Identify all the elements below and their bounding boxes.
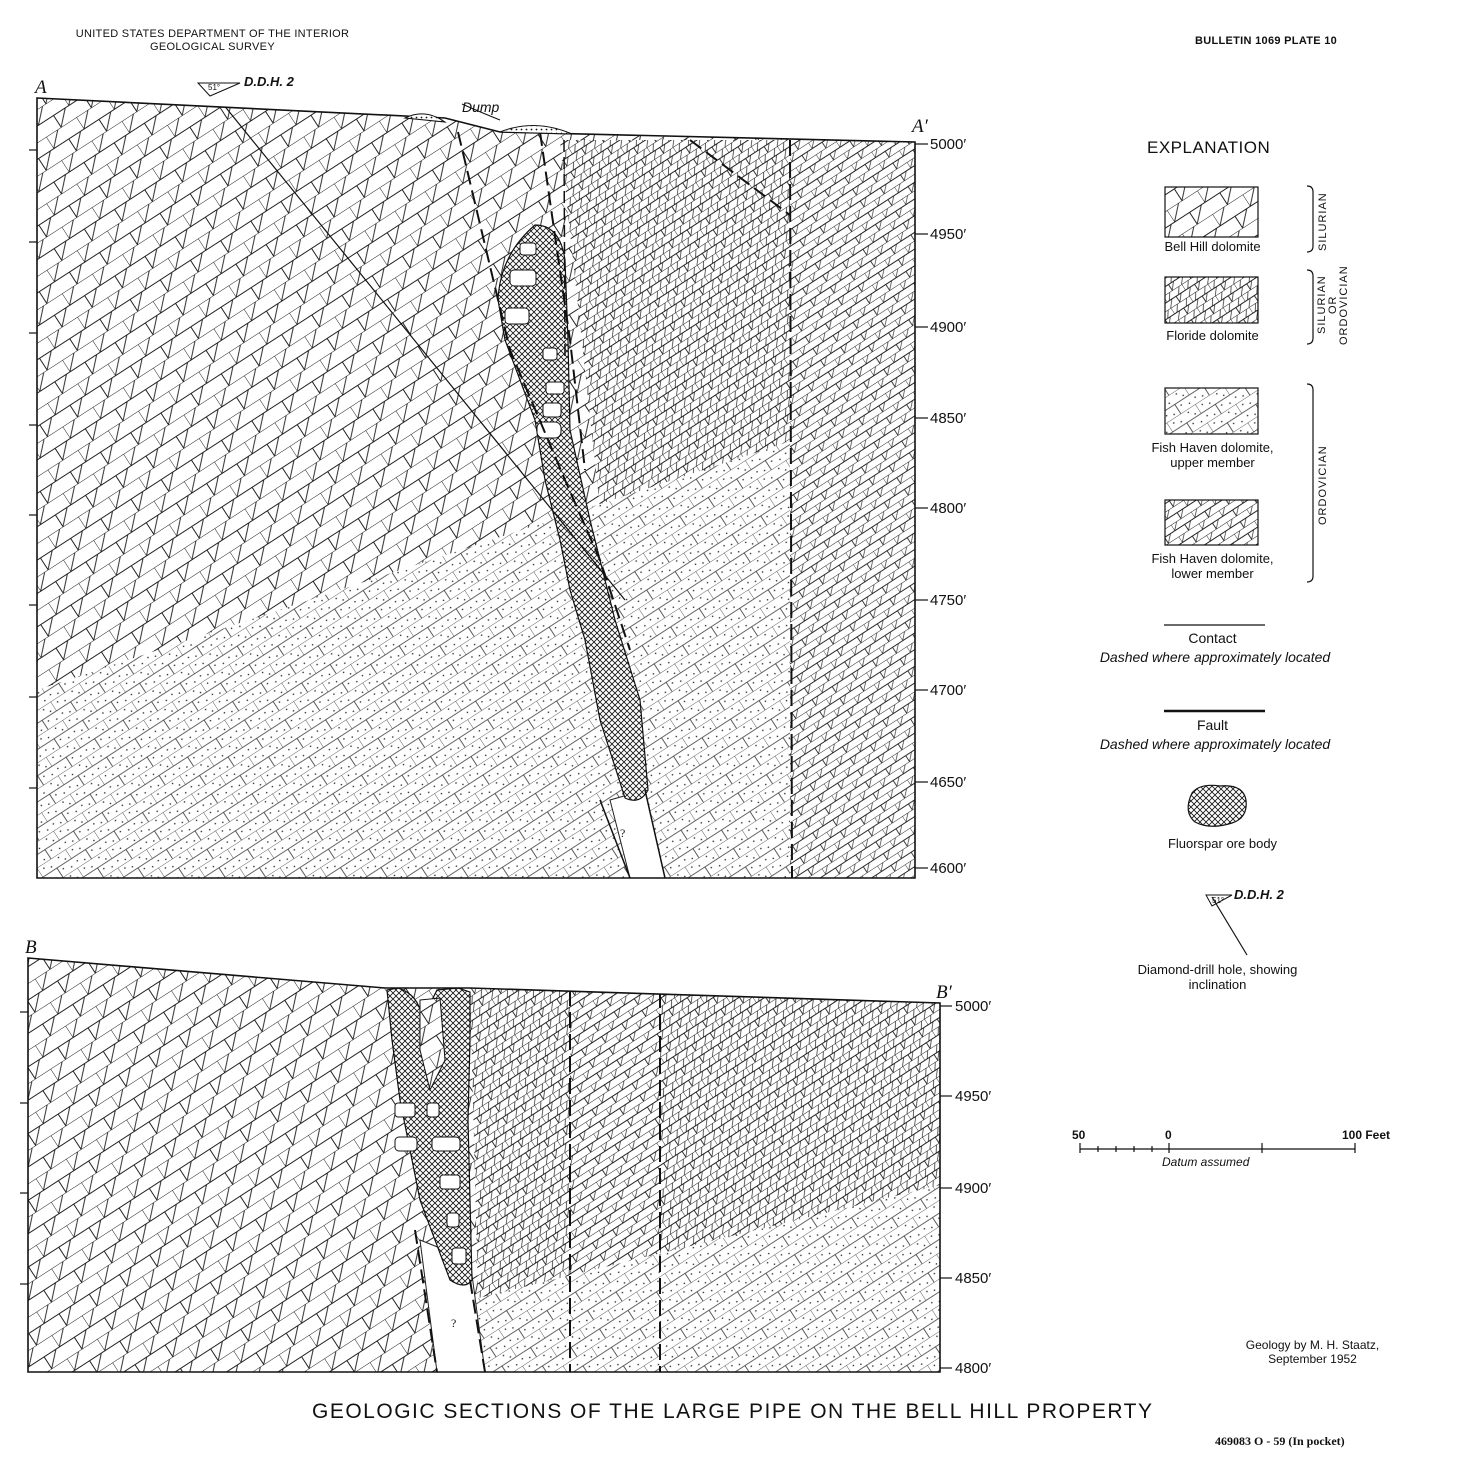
ddh-label-section-a: D.D.H. 2 [244,74,294,89]
legend-swatch-fish-haven-lower [1164,499,1259,546]
legend-ddh-angle: 51° [1212,896,1225,905]
scale-right: 100 Feet [1342,1128,1391,1142]
elev-b-4950: 4950′ [955,1088,992,1105]
legend-fault-note: Dashed where approximately located [1099,736,1331,752]
elev-b-4800: 4800′ [955,1360,992,1377]
section-b-left-label: B [25,937,37,958]
legend-ddh-label: D.D.H. 2 [1234,887,1284,902]
dump-label: Dump [462,99,500,115]
credit-line2: September 1952 [1268,1352,1357,1366]
legend-swatch-fish-haven-upper [1164,387,1259,435]
unknown-mark-a: ? [620,826,626,840]
legend-swatch-bell-hill [1164,186,1259,238]
legend-ddh-symbol [1205,894,1233,907]
scale-zero: 0 [1165,1128,1172,1142]
section-b-body [28,958,940,1372]
age-ordovician: ORDOVICIAN [1317,445,1329,525]
elev-b-4850: 4850′ [955,1270,992,1287]
legend-fault-label: Fault [1196,717,1229,733]
age-oos-line3: SILURIAN [1316,275,1328,335]
legend-ddh-caption-line2: inclination [1188,977,1247,992]
legend-label-fh-upper-line1: Fish Haven dolomite, [1151,440,1274,455]
legend-contact-note: Dashed where approximately located [1099,649,1331,665]
scale-bar [1079,1143,1356,1153]
elev-a-4650: 4650′ [930,774,967,791]
elev-a-4950: 4950′ [930,226,967,243]
legend-label-fh-lower-line2: lower member [1171,566,1254,581]
section-b-right-label: B′ [936,982,952,1003]
footer-code: 469083 O - 59 (In pocket) [1215,1434,1345,1448]
legend-label-fish-haven-lower: Fish Haven dolomite, lower member [1120,551,1305,581]
age-oos-line2: OR [1327,295,1339,315]
legend-ddh-caption: Diamond-drill hole, showing inclination [1110,962,1325,992]
legend-swatch-floride [1164,276,1259,324]
legend-label-fish-haven-upper: Fish Haven dolomite, upper member [1120,440,1305,470]
legend-contact-label: Contact [1188,630,1237,646]
legend-label-floride: Floride dolomite [1166,328,1259,343]
credit-line1: Geology by M. H. Staatz, [1245,1338,1380,1352]
section-a-left-label: A [35,77,47,98]
section-a-right-label: A′ [912,116,928,137]
agency-header: UNITED STATES DEPARTMENT OF THE INTERIOR… [55,28,370,54]
age-ordovician-or-silurian: ORDOVICIAN OR SILURIAN [1316,262,1350,348]
explanation-title: EXPLANATION [1147,138,1271,157]
elev-b-4900: 4900′ [955,1180,992,1197]
elev-a-4700: 4700′ [930,682,967,699]
agency-line-2: GEOLOGICAL SURVEY [150,41,275,53]
age-oos-line1: ORDOVICIAN [1338,265,1350,345]
credit: Geology by M. H. Staatz, September 1952 [1225,1338,1400,1366]
unknown-mark-b: ? [451,1316,457,1330]
legend-ddh-caption-line1: Diamond-drill hole, showing [1137,962,1298,977]
age-silurian: SILURIAN [1317,192,1329,252]
ddh-angle-section-a: 51° [208,83,221,92]
elev-b-5000: 5000′ [955,998,992,1015]
elev-a-4600: 4600′ [930,860,967,877]
plate-title: GEOLOGIC SECTIONS OF THE LARGE PIPE ON T… [312,1400,1154,1423]
elev-a-4750: 4750′ [930,592,967,609]
elev-a-4850: 4850′ [930,410,967,427]
legend-ore-body [1187,784,1247,827]
scale-note: Datum assumed [1162,1155,1250,1169]
legend-label-fh-upper-line2: upper member [1170,455,1255,470]
agency-line-1: UNITED STATES DEPARTMENT OF THE INTERIOR [75,28,350,40]
legend-label-bell-hill: Bell Hill dolomite [1164,239,1261,254]
bulletin-label: BULLETIN 1069 PLATE 10 [1195,35,1338,47]
section-a-body [37,98,915,878]
legend-label-fh-lower-line1: Fish Haven dolomite, [1151,551,1274,566]
elev-a-5000: 5000′ [930,136,967,153]
legend-ore-label: Fluorspar ore body [1167,836,1278,851]
elev-a-4900: 4900′ [930,319,967,336]
scale-left: 50 [1072,1128,1086,1142]
elev-a-4800: 4800′ [930,500,967,517]
